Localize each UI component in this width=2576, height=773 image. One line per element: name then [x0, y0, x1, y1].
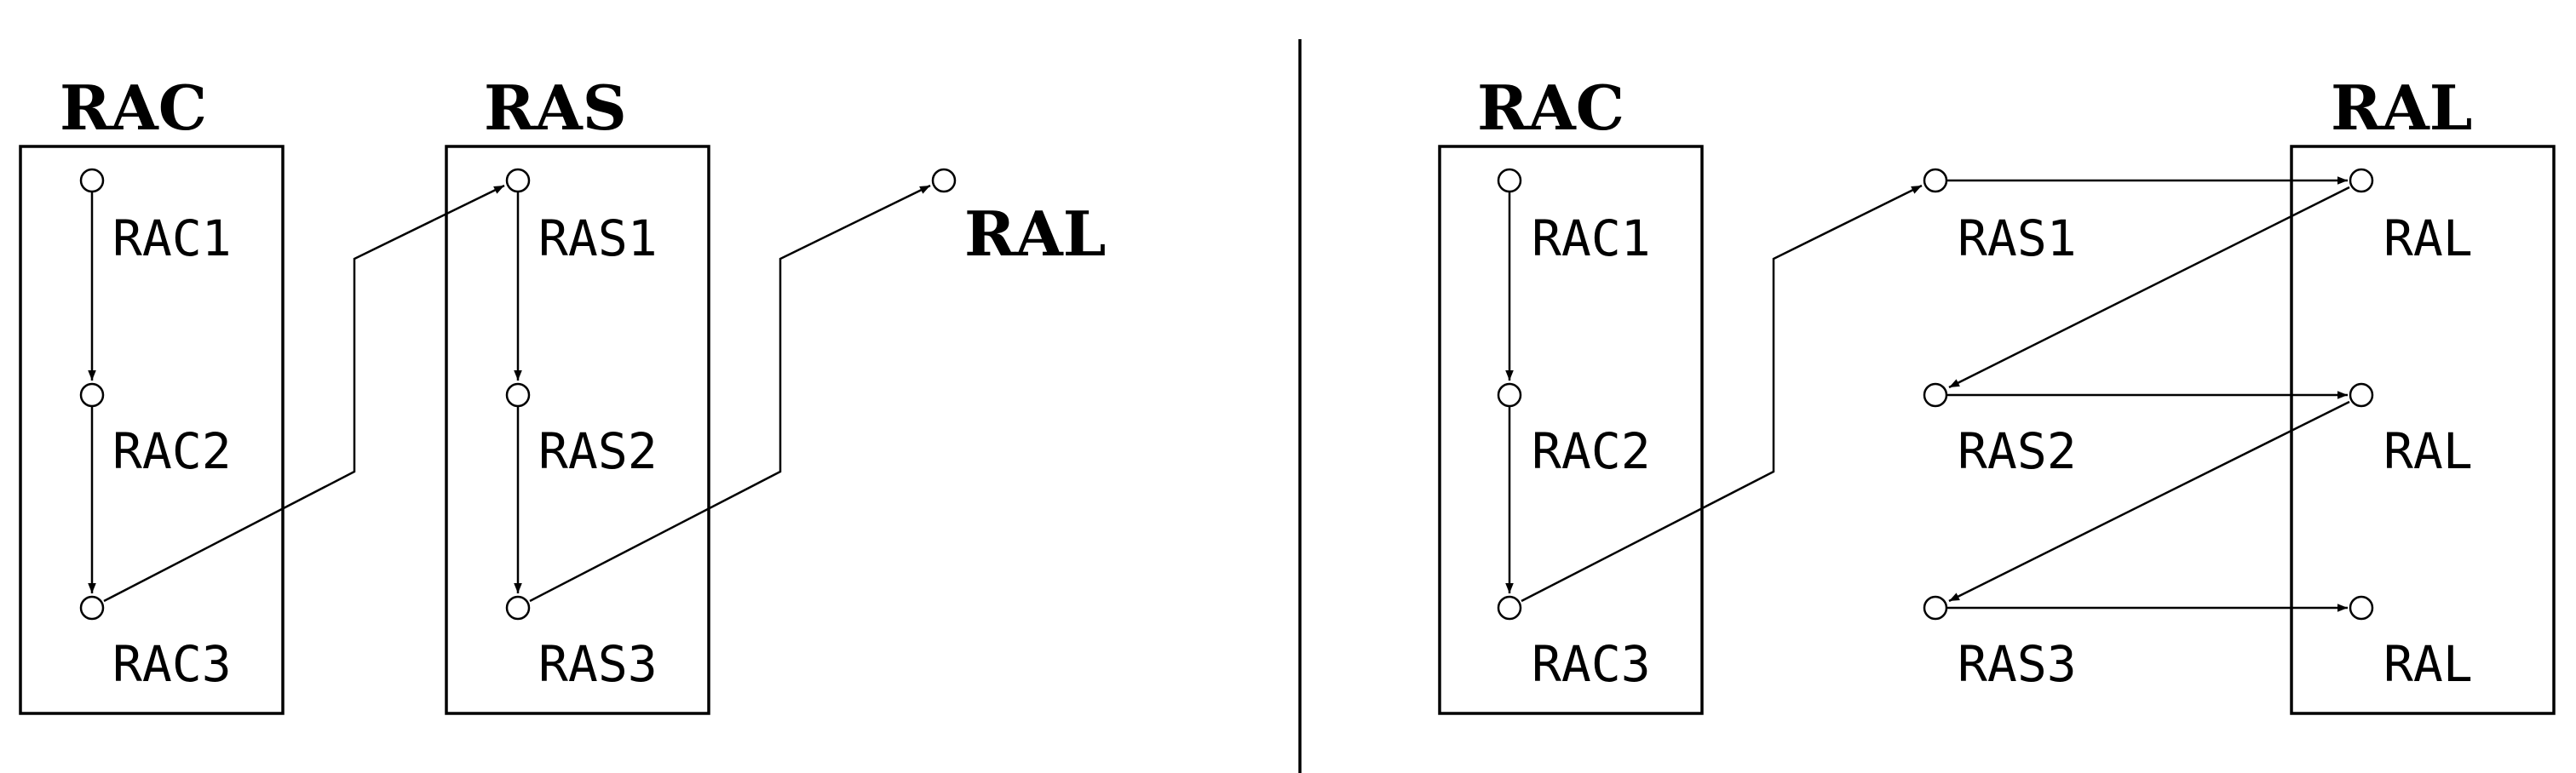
right-rac-box	[1438, 145, 1704, 715]
right-ral-title: RAL	[2331, 72, 2472, 144]
left-rac3-node	[79, 595, 105, 621]
right-ras3-node	[1923, 595, 1948, 621]
right-rac1-node	[1497, 168, 1522, 193]
left-rac2-node	[79, 382, 105, 408]
left-rac1-label: RAC1	[112, 209, 232, 267]
right-edge-ral2-ras3	[1948, 400, 2350, 603]
left-ras3-node	[505, 595, 531, 621]
right-ras3-label: RAS3	[1958, 635, 2077, 693]
left-panel: RAC RAC1 RAC2 RAC3 RAS RAS1 RAS2 RAS3 RA…	[19, 72, 1106, 715]
right-rac-title: RAC	[1477, 72, 1624, 144]
left-edge-ras3-ral	[529, 184, 931, 603]
left-edge-rac3-ras1	[103, 184, 505, 603]
right-edge-rac3-ras1	[1521, 184, 1923, 603]
right-ras2-label: RAS2	[1958, 422, 2077, 480]
left-ras-title: RAS	[484, 72, 627, 144]
right-ral3-label: RAL	[2383, 635, 2473, 693]
left-ras1-label: RAS1	[538, 209, 658, 267]
right-ras1-label: RAS1	[1958, 209, 2077, 267]
right-ral3-node	[2349, 595, 2374, 621]
right-ras1-node	[1923, 168, 1948, 193]
right-rac2-label: RAC2	[1532, 422, 1651, 480]
right-panel: RAC RAC1 RAC2 RAC3 RAS1 RAS2 RAS3 RAL RA…	[1438, 72, 2556, 715]
right-rac3-label: RAC3	[1532, 635, 1651, 693]
right-rac1-label: RAC1	[1532, 209, 1651, 267]
right-rac2-node	[1497, 382, 1522, 408]
right-rac3-node	[1497, 595, 1522, 621]
left-ras-box	[445, 145, 710, 715]
right-ral1-node	[2349, 168, 2374, 193]
left-rac2-label: RAC2	[112, 422, 232, 480]
left-ras2-label: RAS2	[538, 422, 658, 480]
left-ras2-node	[505, 382, 531, 408]
left-ras3-label: RAS3	[538, 635, 658, 693]
left-ras1-node	[505, 168, 531, 193]
left-rac1-node	[79, 168, 105, 193]
left-ral-label: RAL	[964, 198, 1106, 270]
right-ral2-node	[2349, 382, 2374, 408]
right-ras2-node	[1923, 382, 1948, 408]
left-ral-node	[931, 168, 957, 193]
right-ral1-label: RAL	[2383, 209, 2473, 267]
left-rac3-label: RAC3	[112, 635, 232, 693]
right-edge-ral1-ras2	[1948, 186, 2350, 389]
left-rac-box	[19, 145, 285, 715]
right-ral2-label: RAL	[2383, 422, 2473, 480]
left-rac-title: RAC	[60, 72, 207, 144]
